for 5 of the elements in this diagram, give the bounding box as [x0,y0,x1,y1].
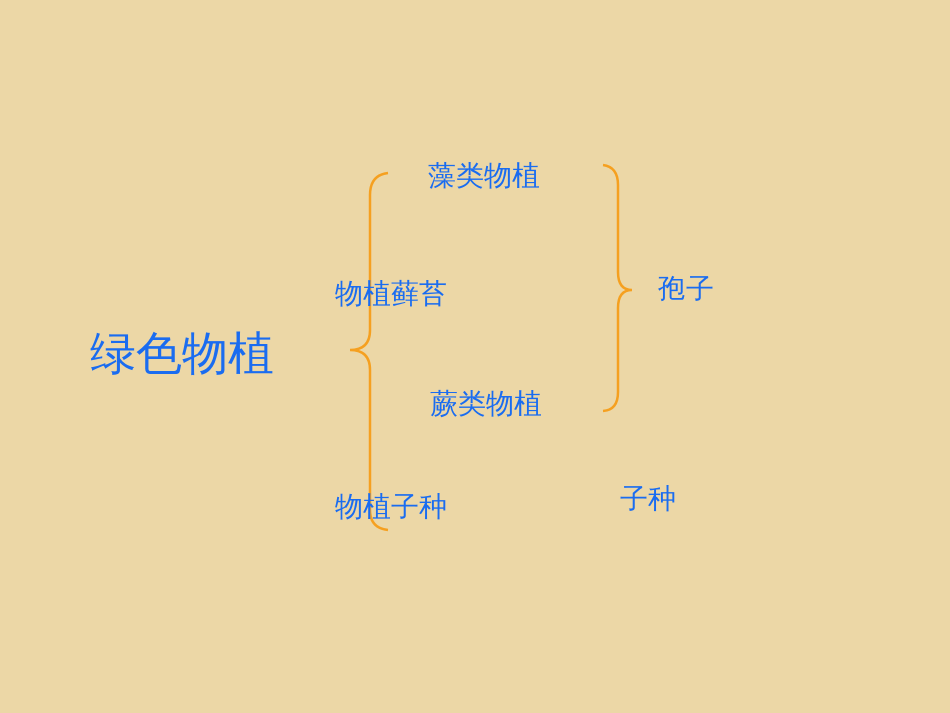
reproduction-label: 子种 [620,485,676,513]
reproduction-label: 孢子 [658,275,714,303]
category-label: 藻类物植 [428,162,540,190]
title-text: 绿色物植 [90,330,274,376]
category-label: 蕨类物植 [430,390,542,418]
